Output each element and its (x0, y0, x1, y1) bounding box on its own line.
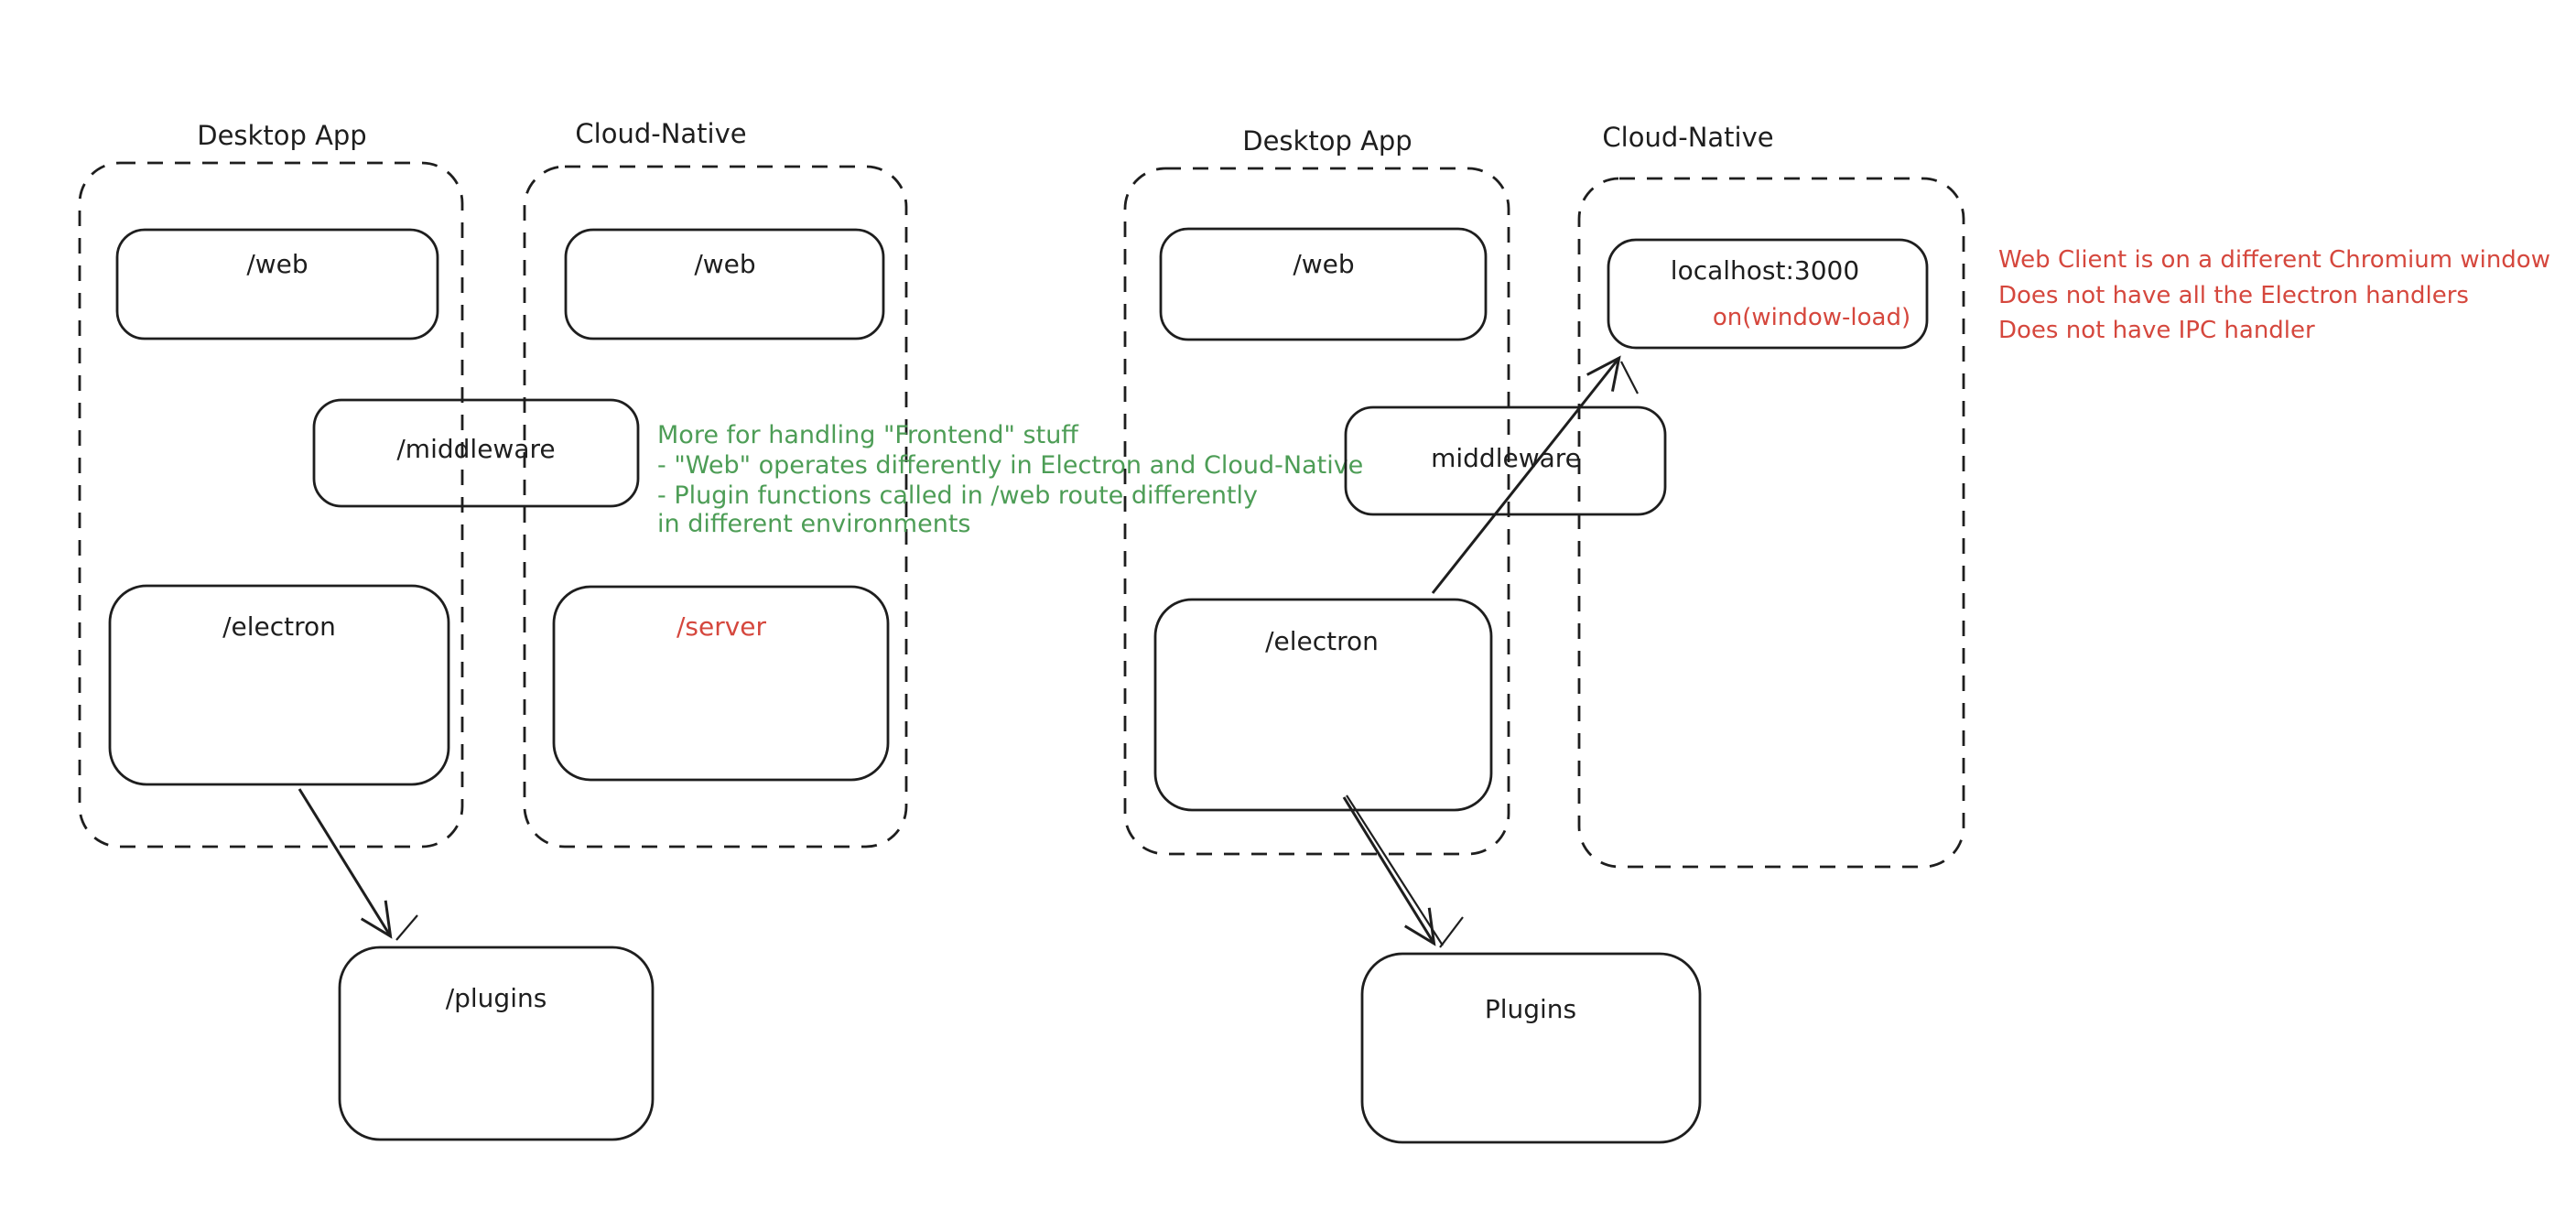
arrowhead-stroke (1439, 916, 1464, 948)
right-localhost-box[interactable] (1607, 238, 1929, 350)
left-desktop-app-container[interactable] (78, 161, 464, 848)
right-electron-to-plugins-arrow[interactable] (1342, 794, 1464, 948)
left-diagram: Desktop App Cloud-Native /web /web /midd… (78, 118, 908, 1141)
left-server-box[interactable] (552, 585, 890, 782)
left-middleware-box[interactable] (312, 398, 640, 508)
arrowhead-stroke (395, 914, 418, 941)
arrow-line (1342, 796, 1436, 946)
left-cloud-native-container[interactable] (523, 165, 908, 848)
right-cloud-native-label[interactable]: Cloud-Native (1602, 122, 1773, 153)
right-diagram: Desktop App Cloud-Native /web localhost:… (1123, 122, 1965, 1144)
middleware-note-line-4: in different environments (657, 510, 970, 538)
right-web-box[interactable] (1159, 227, 1488, 341)
left-web-cloud-box-label[interactable]: /web (694, 249, 755, 279)
web-client-note-line-2: Does not have all the Electron handlers (1998, 282, 2469, 309)
right-electron-to-localhost-arrow[interactable] (1431, 355, 1639, 594)
left-electron-box[interactable] (108, 584, 450, 786)
right-plugins-box-label[interactable]: Plugins (1485, 994, 1576, 1024)
left-electron-box-label[interactable]: /electron (222, 611, 336, 642)
web-client-note-line-3: Does not have IPC handler (1998, 317, 2315, 344)
left-desktop-app-label[interactable]: Desktop App (197, 120, 366, 151)
right-web-box-label[interactable]: /web (1293, 249, 1354, 279)
web-client-note-line-1: Web Client is on a different Chromium wi… (1998, 246, 2550, 274)
right-electron-box-label[interactable]: /electron (1265, 626, 1379, 656)
left-web-desktop-box-label[interactable]: /web (246, 249, 308, 279)
middleware-note-line-2: - "Web" operates differently in Electron… (657, 451, 1363, 480)
right-cloud-native-container[interactable] (1577, 177, 1965, 869)
middleware-note-line-3: - Plugin functions called in /web route … (657, 481, 1258, 510)
arrow-line (298, 788, 393, 939)
right-middleware-box-label[interactable]: middleware (1431, 443, 1581, 473)
right-plugins-box[interactable] (1360, 952, 1702, 1144)
left-web-desktop-box[interactable] (115, 228, 439, 340)
web-client-note[interactable]: Web Client is on a different Chromium wi… (1998, 246, 2550, 344)
left-plugins-box-label[interactable]: /plugins (446, 983, 547, 1013)
left-cloud-native-label[interactable]: Cloud-Native (575, 118, 746, 149)
right-middleware-box[interactable] (1344, 405, 1667, 516)
arrowhead-stroke (1620, 361, 1639, 394)
left-middleware-box-label[interactable]: /middleware (396, 434, 555, 464)
right-localhost-box-label[interactable]: localhost:3000 (1671, 255, 1859, 286)
arrow-second-stroke (1346, 794, 1444, 946)
arrow-line (1431, 355, 1621, 594)
right-desktop-app-container[interactable] (1123, 167, 1510, 856)
middleware-note-line-1: More for handling "Frontend" stuff (657, 421, 1079, 449)
left-electron-to-plugins-arrow[interactable] (298, 788, 418, 941)
right-desktop-app-label[interactable]: Desktop App (1242, 125, 1412, 157)
left-web-cloud-box[interactable] (564, 228, 885, 340)
right-localhost-event-label[interactable]: on(window-load) (1713, 304, 1910, 331)
middleware-note[interactable]: More for handling "Frontend" stuff - "We… (657, 421, 1363, 538)
right-electron-box[interactable] (1153, 598, 1493, 812)
left-plugins-box[interactable] (338, 946, 655, 1141)
left-server-box-label[interactable]: /server (676, 611, 767, 642)
